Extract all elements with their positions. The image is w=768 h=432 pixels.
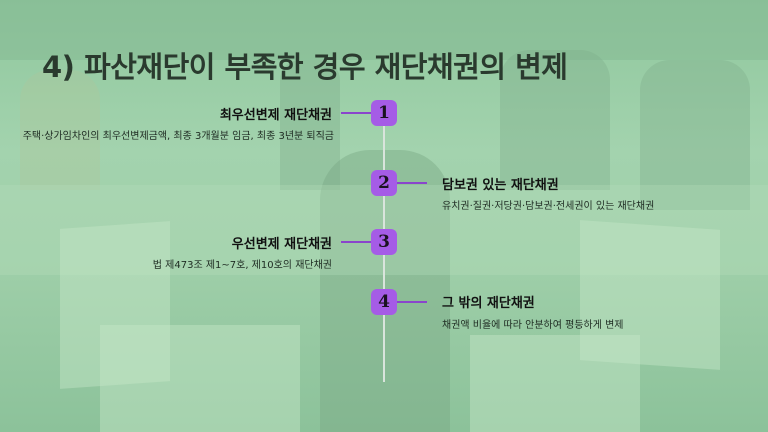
connector-1 [341,112,371,114]
item-4-description: 채권액 비율에 따라 안분하여 평등하게 변제 [442,320,624,331]
connector-3 [341,241,371,243]
item-4-heading: 그 밖의 재단채권 [442,296,535,311]
item-3-heading: 우선변제 재단채권 [231,237,332,252]
item-2-heading: 담보권 있는 재단채권 [442,178,559,193]
step-badge-2: 2 [371,170,397,196]
connector-2 [397,182,427,184]
step-badge-4: 4 [371,289,397,315]
step-badge-3: 3 [371,229,397,255]
connector-4 [397,301,427,303]
step-badge-1: 1 [371,100,397,126]
item-1-description: 주택·상가임차인의 최우선변제금액, 최종 3개월분 임금, 최종 3년분 퇴직… [22,131,334,142]
item-3-description: 법 제473조 제1~7호, 제10호의 재단채권 [152,260,332,271]
item-1-heading: 최우선변제 재단채권 [219,108,332,123]
page-title: 4) 파산재단이 부족한 경우 재단채권의 변제 [42,50,568,84]
item-2-description: 유치권·질권·저당권·담보권·전세권이 있는 재단채권 [442,201,655,212]
